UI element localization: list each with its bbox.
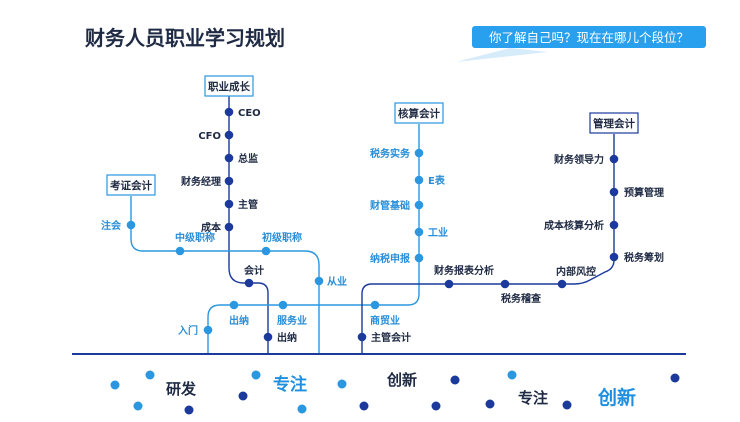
bubble-tail: [456, 48, 548, 62]
footer-dots: [110, 370, 680, 415]
station-risk-control-dot: [557, 279, 567, 289]
footer-word-innovate-1: 创新: [386, 371, 417, 389]
station-tax-audit: 税务稽查: [501, 292, 542, 305]
station-supervisor-dot: [224, 199, 234, 209]
station-finance-manager: 财务经理: [180, 175, 221, 188]
station-e-table: E表: [428, 174, 446, 187]
station-director-dot: [224, 153, 234, 163]
station-e-table-dot: [414, 175, 424, 185]
station-tax-practice-dot: [414, 148, 424, 158]
footer-word-focus-1: 专注: [273, 374, 307, 395]
station-tax-practice: 税务实务: [370, 147, 411, 160]
station-cost-analysis-dot: [609, 220, 619, 230]
station-industry-dot: [414, 227, 424, 237]
station-accountant-dot: [244, 278, 254, 288]
station-trade: 商贸业: [370, 314, 400, 327]
box-management: 管理会计: [589, 112, 639, 134]
station-leadership-dot: [609, 154, 619, 164]
station-service: 服务业: [277, 314, 307, 327]
station-fin-basics-dot: [414, 200, 424, 210]
station-industry: 工业: [428, 226, 448, 239]
station-entry: 入门: [178, 324, 198, 337]
svg-text:核算会计: 核算会计: [398, 107, 440, 120]
footer-word-focus-2: 专注: [518, 389, 548, 407]
box-accounting: 核算会计: [394, 102, 444, 124]
station-cashier-light: 出纳: [229, 314, 249, 327]
svg-text:考证会计: 考证会计: [110, 179, 152, 192]
station-ceo: CEO: [238, 108, 261, 119]
station-chief-accountant: 主管会计: [371, 331, 411, 344]
station-accountant: 会计: [244, 264, 264, 277]
station-cfo: CFO: [198, 131, 221, 142]
station-cpa: 注会: [101, 219, 121, 232]
station-report-analysis-dot: [444, 279, 454, 289]
station-report-analysis: 财务报表分析: [433, 264, 494, 277]
station-ceo-dot: [224, 107, 234, 117]
svg-text:管理会计: 管理会计: [593, 117, 635, 130]
cert-line: [130, 196, 320, 353]
station-cashier-light-dot: [229, 300, 239, 310]
station-trade-dot: [370, 300, 380, 310]
station-tax-planning: 税务筹划: [624, 251, 664, 264]
station-tax-filing: 纳税申报: [370, 252, 410, 265]
station-budget: 预算管理: [624, 186, 664, 199]
station-cpa-dot: [126, 220, 136, 230]
station-risk-control: 内部风控: [556, 265, 596, 278]
station-junior: 初级职称: [262, 231, 302, 244]
career-line: [228, 96, 269, 353]
svg-text:职业成长: 职业成长: [208, 80, 250, 93]
station-leadership: 财务领导力: [553, 153, 604, 166]
station-cashier-dark-dot: [263, 332, 273, 342]
bubble-box: [472, 26, 706, 48]
station-cost: 成本: [201, 221, 222, 234]
station-service-dot: [278, 300, 288, 310]
footer-word-innovate-2: 创新: [597, 386, 636, 409]
footer-word-research: 研发: [166, 380, 197, 398]
station-supervisor: 主管: [238, 198, 258, 211]
station-finance-manager-dot: [224, 176, 234, 186]
station-fin-basics: 财管基础: [369, 199, 410, 212]
station-tax-audit-dot: [500, 279, 510, 289]
station-practice: 从业: [327, 275, 347, 288]
station-practice-dot: [314, 276, 324, 286]
station-chief-accountant-dot: [357, 332, 367, 342]
box-cert: 考证会计: [106, 174, 156, 196]
station-tax-filing-dot: [414, 253, 424, 263]
page-title: 财务人员职业学习规划: [85, 26, 285, 50]
station-junior-dot: [261, 246, 271, 256]
station-cfo-dot: [224, 130, 234, 140]
accounting-line: [207, 124, 420, 353]
station-intermediate: 中级职称: [175, 231, 215, 244]
station-cost-dot: [224, 222, 234, 232]
station-tax-planning-dot: [609, 252, 619, 262]
station-director: 总监: [238, 152, 258, 165]
management-line: [361, 134, 615, 353]
box-career: 职业成长: [204, 75, 254, 97]
station-budget-dot: [609, 187, 619, 197]
bubble-text: 你了解自己吗？现在在哪儿个段位？: [489, 30, 689, 45]
station-cost-analysis: 成本核算分析: [544, 219, 604, 232]
station-cashier-dark: 出纳: [277, 331, 297, 344]
station-entry-dot: [203, 325, 213, 335]
station-intermediate-dot: [175, 246, 185, 256]
question-bubble: 你了解自己吗？现在在哪儿个段位？: [456, 26, 706, 62]
